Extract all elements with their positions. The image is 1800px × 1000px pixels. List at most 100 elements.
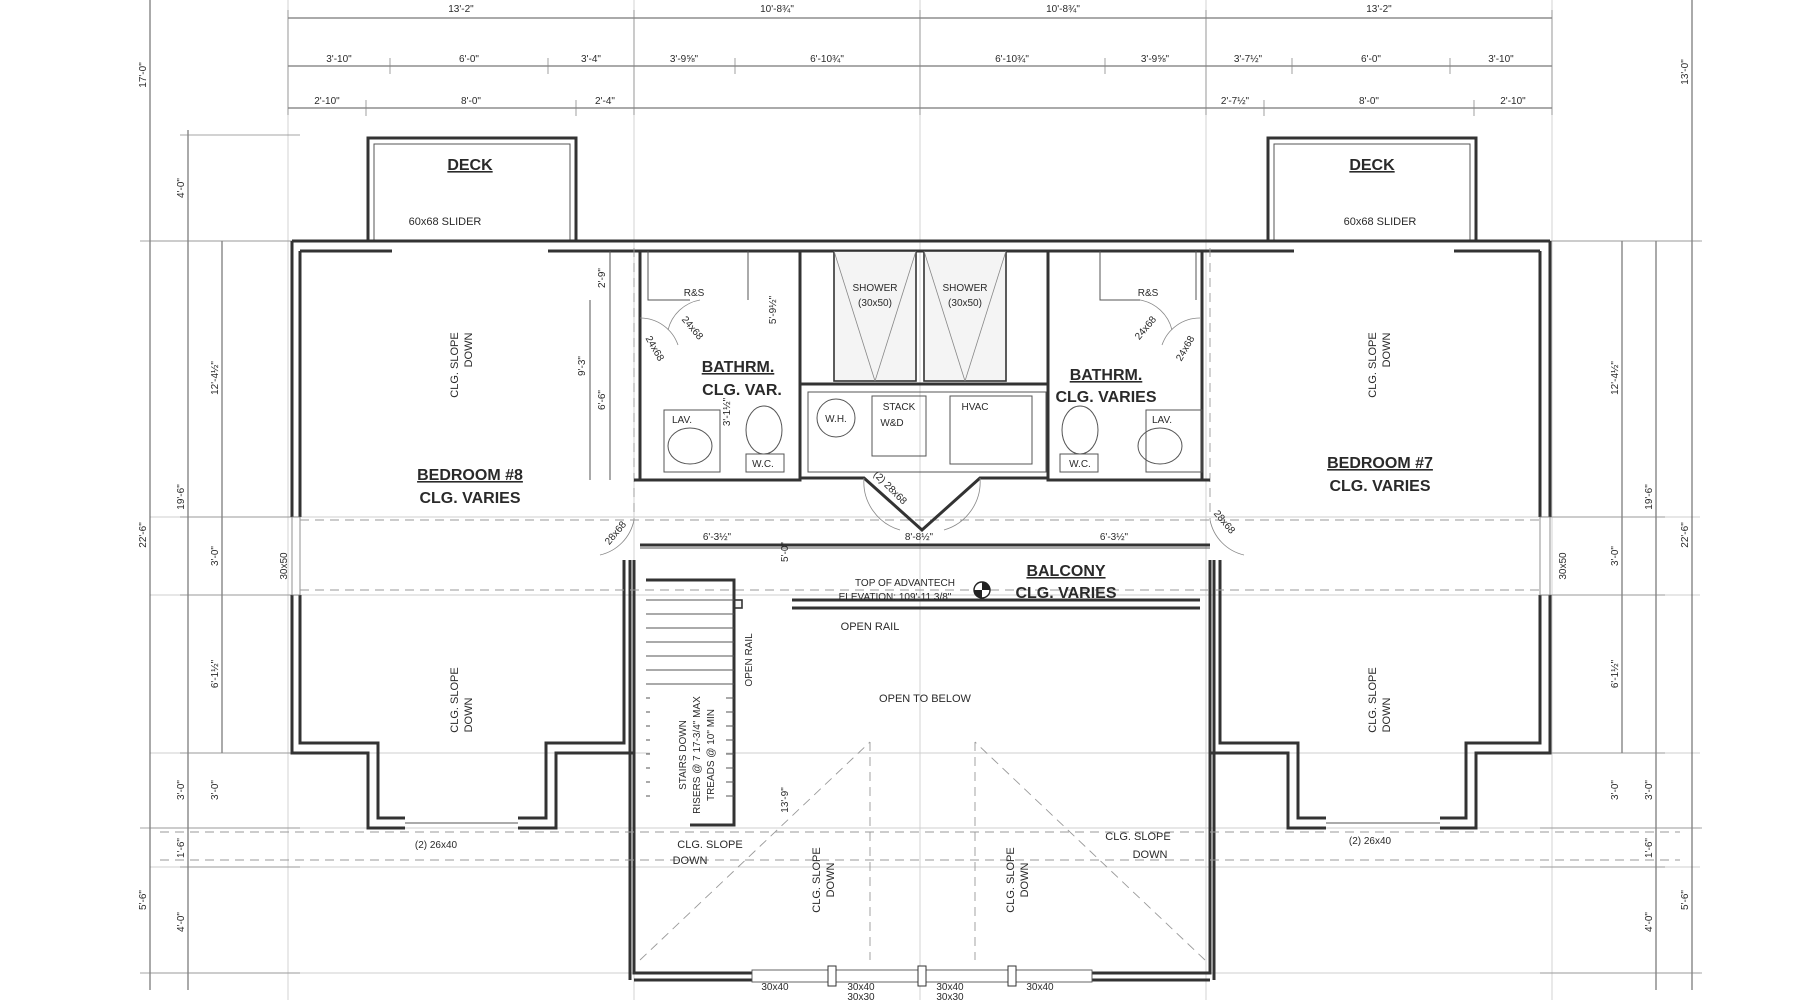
dim-row3-1: 2'-10" (314, 96, 340, 107)
lav-left-sink (667, 427, 713, 465)
front-windows: 30x40 30x40 30x40 30x40 30x30 30x30 (751, 965, 1093, 1000)
dim-left-detail-1: 12'-4½" (210, 361, 221, 395)
front-left-slope: CLG. SLOPE (811, 847, 823, 912)
wc-right-label: W.C. (1069, 459, 1091, 470)
dim-row2-2: 6'-0" (459, 54, 479, 65)
balcony-clg: CLG. VARIES (1015, 585, 1116, 602)
room-labels: BEDROOM #8 CLG. VARIES BEDROOM #7 CLG. V… (417, 359, 1433, 705)
ceiling-slope-notes: CLG. SLOPE DOWN CLG. SLOPE DOWN CLG. SLO… (449, 332, 1393, 912)
window-bed7-side-label: 30x50 (1558, 552, 1569, 580)
dim-row3-2: 8'-0" (461, 96, 481, 107)
rs-left-label: R&S (684, 288, 705, 299)
shower-left-label: SHOWER (853, 283, 898, 294)
dim-left-inner-4: 1'-6" (176, 838, 187, 858)
dim-left-inner-5: 4'-0" (176, 912, 187, 932)
stack-label-2: W&D (880, 418, 903, 429)
front-right-slope: CLG. SLOPE (1005, 847, 1017, 912)
elevation-line-2: ELEVATION: 109'-11 3/8" (839, 592, 952, 603)
dim-right-detail-2: 3'-0" (1610, 546, 1621, 566)
dim-row2-5: 6'-10¾" (810, 54, 844, 65)
dim-row2-1: 3'-10" (326, 54, 352, 65)
interior-dimensions: 2'-9" 9'-3" 6'-6" 5'-9½" 3'-1½" 6'-3½" 8… (577, 251, 1210, 813)
dim-right-detail-4: 3'-0" (1610, 780, 1621, 800)
dim-right-inner-2: 3'-0" (1644, 780, 1655, 800)
right-dimensions: 13'-0" 22'-6" 5'-6" 19'-6" 3'-0" 1'-6" 4… (1540, 0, 1702, 990)
open-to-below-label: OPEN TO BELOW (879, 693, 972, 705)
bed8-upper-slope: CLG. SLOPE (449, 332, 461, 397)
bed8-lower-slope: CLG. SLOPE (449, 667, 461, 732)
door-swings (599, 299, 1245, 556)
stairs: STAIRS DOWN RISERS @ 7 17-3/4" MAX TREAD… (646, 578, 755, 827)
left-dimensions: 17'-0" 22'-6" 5'-6" 4'-0" 19'-6" 3'-0" 1… (138, 0, 300, 990)
hvac-label: HVAC (961, 402, 988, 413)
bath-right-clg: CLG. VARIES (1055, 389, 1156, 406)
dim-left-inner-2: 19'-6" (176, 484, 187, 510)
dim-right-outer-3: 5'-6" (1680, 890, 1691, 910)
balcony-slope: CLG. SLOPE (1105, 831, 1170, 843)
balcony-down: DOWN (1133, 849, 1168, 861)
dim-row2-6: 6'-10¾" (995, 54, 1029, 65)
door-hall-l: 28x68 (603, 519, 629, 547)
slider-left-label: 60x68 SLIDER (409, 216, 482, 228)
open-rail-vertical-label: OPEN RAIL (744, 633, 755, 687)
wc-left-label: W.C. (752, 459, 774, 470)
deck-left-label: DECK (447, 157, 493, 174)
stack-label-1: STACK (883, 402, 916, 413)
dim-left-inner-3: 3'-0" (176, 780, 187, 800)
shower-right-size: (30x50) (948, 298, 982, 309)
lav-left-label: LAV. (672, 415, 692, 426)
dim-row2-4: 3'-9⅝" (670, 54, 699, 65)
shower-right-label: SHOWER (943, 283, 988, 294)
door-bath-l1: 24x68 (679, 314, 705, 342)
dim-right-detail-3: 6'-1½" (1610, 659, 1621, 688)
bath-right-name: BATHRM. (1070, 367, 1143, 384)
dim-stair-vertical: 13'-9" (780, 787, 791, 813)
dim-bath-left-inner-1: 5'-9½" (768, 295, 779, 324)
bedroom8-name: BEDROOM #8 (417, 467, 523, 484)
front-right-down: DOWN (1019, 863, 1031, 898)
dim-right-outer-1: 13'-0" (1680, 59, 1691, 85)
dim-hall-4: 5'-0" (780, 542, 791, 562)
dim-right-detail-1: 12'-4½" (1610, 361, 1621, 395)
dim-right-inner-3: 1'-6" (1644, 838, 1655, 858)
bath-left-name: BATHRM. (702, 359, 775, 376)
exterior-walls (290, 239, 1552, 982)
shower-left-size: (30x50) (858, 298, 892, 309)
dim-right-inner-1: 19'-6" (1644, 484, 1655, 510)
door-bath-l2: 24x68 (643, 334, 666, 363)
dim-left-detail-2: 3'-0" (210, 546, 221, 566)
door-bath-r1: 24x68 (1133, 314, 1159, 342)
lav-right-label: LAV. (1152, 415, 1172, 426)
side-windows: 30x50 30x50 (2) 26x40 (2) 26x40 (279, 516, 1569, 851)
bedroom7-name: BEDROOM #7 (1327, 455, 1433, 472)
bed7-upper-slope: CLG. SLOPE (1367, 332, 1379, 397)
bath-left-clg: CLG. VAR. (702, 382, 782, 399)
window-bed7-bottom-label: (2) 26x40 (1349, 836, 1392, 847)
wc-right-toilet (1061, 405, 1099, 455)
dim-bath-left-2: 9'-3" (577, 356, 588, 376)
dim-row2-8: 3'-7½" (1234, 54, 1263, 65)
dim-hall-1: 6'-3½" (703, 532, 732, 543)
stairs-line-3: TREADS @ 10" MIN (706, 709, 717, 801)
front-window-lower-1: 30x30 (847, 992, 875, 1000)
dim-row2-10: 3'-10" (1488, 54, 1514, 65)
dim-left-outer-2: 22'-6" (138, 522, 149, 548)
deck-left: DECK 60x68 SLIDER (366, 136, 578, 241)
stairs-line-2: RISERS @ 7 17-3/4" MAX (692, 696, 703, 814)
dim-row2-7: 3'-9⅝" (1141, 54, 1170, 65)
dim-left-inner-1: 4'-0" (176, 178, 187, 198)
window-bed8-side-label: 30x50 (279, 552, 290, 580)
front-left-down: DOWN (825, 863, 837, 898)
slider-right-label: 60x68 SLIDER (1344, 216, 1417, 228)
dim-left-detail-4: 3'-0" (210, 780, 221, 800)
lav-right-sink (1137, 427, 1183, 465)
bed7-lower-down: DOWN (1381, 698, 1393, 733)
front-window-lower-2: 30x30 (936, 992, 964, 1000)
dim-row3-5: 8'-0" (1359, 96, 1379, 107)
bed8-lower-down: DOWN (463, 698, 475, 733)
dim-right-inner-4: 4'-0" (1644, 912, 1655, 932)
deck-right-label: DECK (1349, 157, 1395, 174)
stair-slope: CLG. SLOPE (677, 839, 742, 851)
stair-down: DOWN (673, 855, 708, 867)
balcony-name: BALCONY (1026, 563, 1105, 580)
